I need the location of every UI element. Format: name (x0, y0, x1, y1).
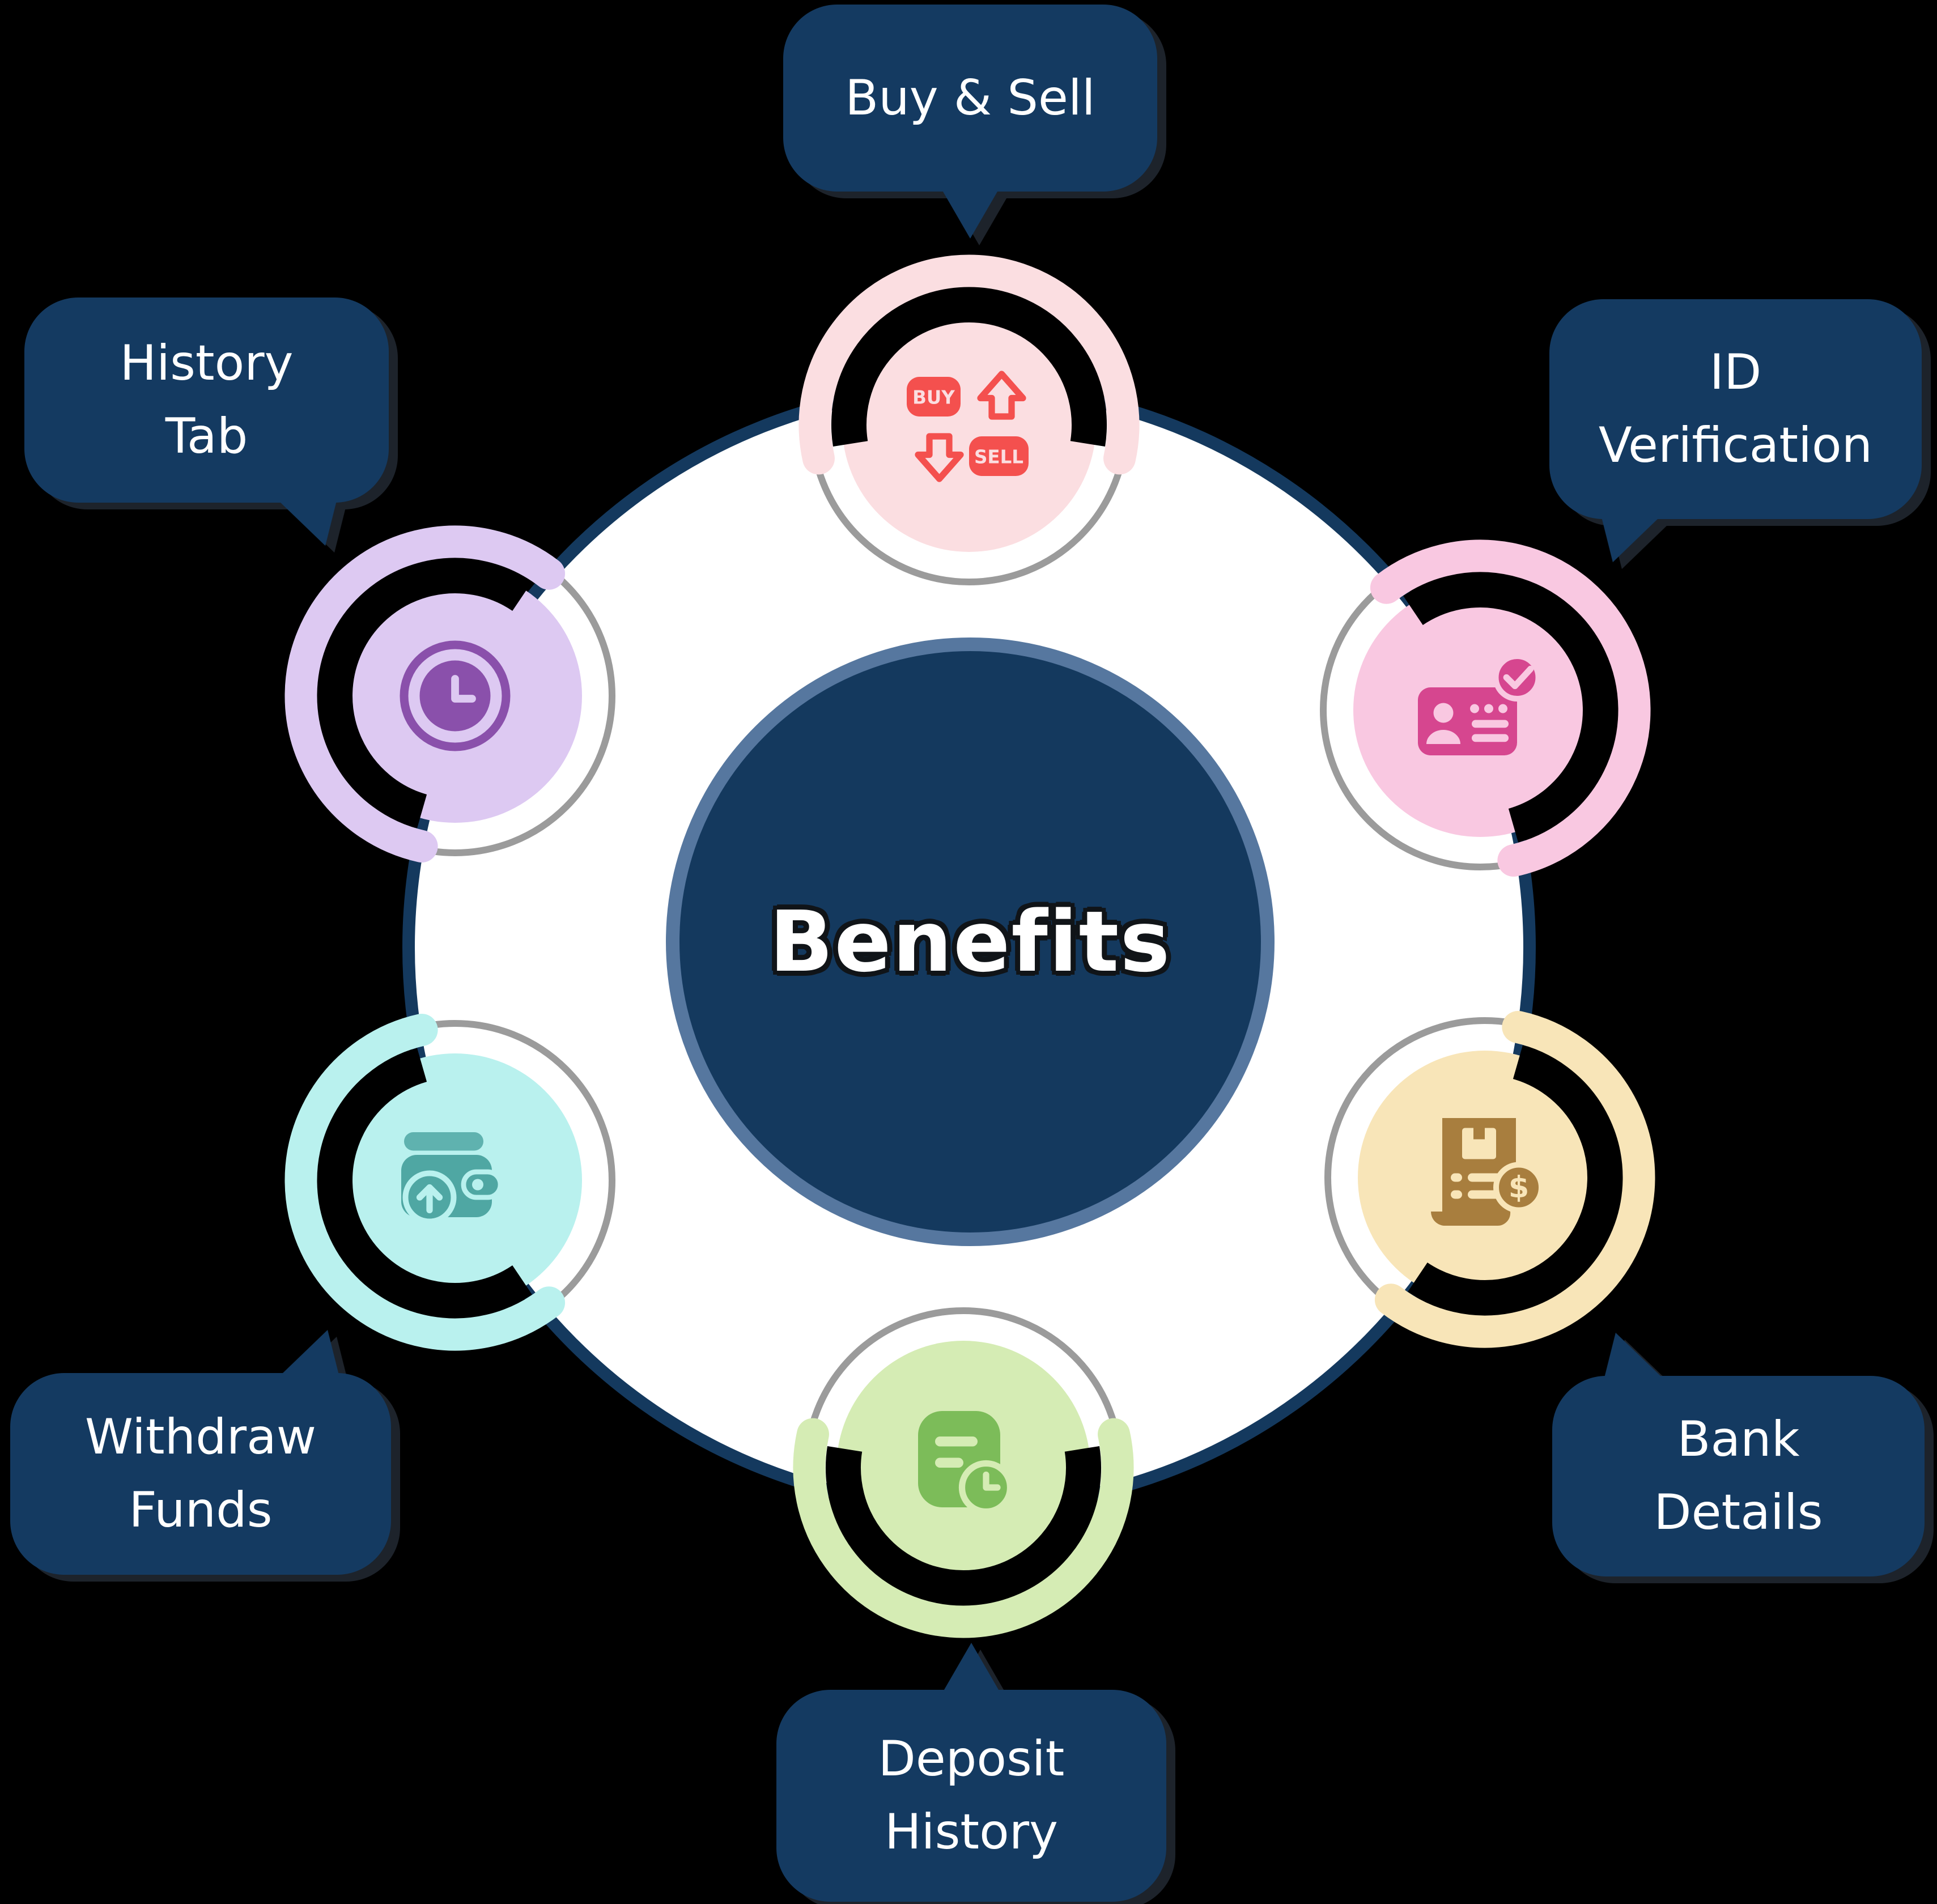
node-circle (842, 298, 1096, 552)
id-verification-icon (1409, 639, 1551, 781)
node-deposit-history (765, 1269, 1162, 1666)
node-ring (798, 254, 1140, 585)
label-text: ID (1709, 344, 1762, 401)
label-text: Bank (1677, 1411, 1800, 1468)
center-circle: Benefits (666, 638, 1275, 1246)
bubble-tail (939, 185, 1001, 239)
node-id-verification (1282, 512, 1679, 908)
label-text: Funds (129, 1482, 273, 1538)
node-bank-details: $ (1286, 979, 1683, 1376)
label-text: Withdraw (84, 1409, 317, 1465)
label-text: Buy & Sell (845, 69, 1095, 126)
withdraw-funds-icon (384, 1110, 526, 1251)
svg-text:SELL: SELL (974, 447, 1023, 468)
node-buy-sell: BUY SELL (771, 227, 1167, 623)
center-title: Benefits (769, 893, 1171, 991)
buy-sell-icon: BUY SELL (898, 354, 1040, 496)
bubble-tail (940, 1643, 1003, 1697)
label-text: History (885, 1804, 1058, 1860)
label-bubble-id-verification: ID Verification (1549, 299, 1922, 571)
node-withdraw-funds (257, 982, 653, 1379)
label-text: Verification (1598, 417, 1873, 474)
label-text: History (120, 335, 294, 392)
history-tab-icon (384, 625, 526, 767)
bank-details-icon: $ (1414, 1107, 1556, 1248)
svg-text:$: $ (1509, 1170, 1530, 1205)
deposit-history-icon (893, 1397, 1034, 1538)
svg-text:BUY: BUY (912, 387, 955, 409)
node-history-tab (257, 498, 653, 894)
label-text: Deposit (878, 1731, 1065, 1787)
label-bubble-buy-sell: Buy & Sell (783, 5, 1157, 239)
label-text: Details (1654, 1484, 1823, 1541)
label-text: Tab (165, 408, 248, 465)
